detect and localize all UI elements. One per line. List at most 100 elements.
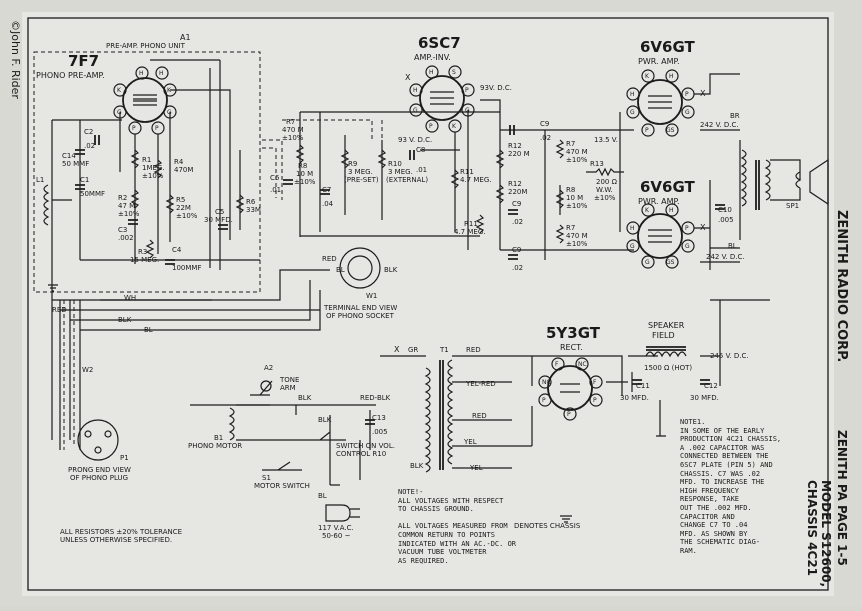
resistor-r13 (586, 167, 624, 177)
label-c7: C7 (322, 186, 331, 194)
note1-line: NOTE1. (680, 418, 706, 426)
label-x-6sc7: X (405, 73, 411, 82)
label-r4-value: 470M (174, 166, 193, 174)
stage2-capacitors (283, 125, 518, 260)
svg-text:G: G (413, 107, 418, 114)
tube-6v6-b-envelope (637, 213, 683, 259)
label-c13-value: .005 (372, 428, 388, 436)
label-plug-view: PRONG END VIEW (68, 466, 131, 474)
label-mains: 117 V.A.C. (318, 524, 354, 532)
chassis-ground-symbols (48, 284, 572, 523)
svg-text:F: F (555, 361, 559, 368)
label-tolerance-2: UNLESS OTHERWISE SPECIFIED. (60, 536, 172, 544)
label-r7b-value: 470 M (566, 148, 588, 156)
coil-l1 (43, 184, 50, 226)
label-t-blk: BLK (410, 462, 424, 470)
label-switch-vol: SWITCH ON VOL. (336, 442, 395, 450)
speaker-icon (809, 158, 829, 206)
mains-wiring (236, 404, 376, 486)
tube-6sc7-sub: AMP.-INV. (414, 53, 451, 62)
svg-text:P: P (155, 125, 159, 132)
cable-shield (63, 300, 75, 450)
svg-text:H: H (669, 207, 674, 214)
label-c3-value: .002 (118, 234, 134, 242)
label-tone-arm2: ARM (280, 384, 296, 392)
svg-text:G: G (645, 259, 650, 266)
label-c6: C6 (270, 174, 280, 182)
speaker-field-choke (645, 351, 687, 358)
label-r4: R4 (174, 158, 184, 166)
svg-text:P: P (429, 123, 433, 130)
label-r9-value: 3 MEG. (348, 168, 373, 176)
label-r2-tol: ±10% (118, 210, 140, 218)
label-r1-value: 1MEG. (142, 164, 165, 172)
label-c13: C13 (372, 414, 386, 422)
label-r7c-value: 470 M (566, 232, 588, 240)
label-mains2: 50-60 ~ (322, 532, 351, 540)
tube-5y3-name: 5Y3GT (546, 324, 601, 342)
plug-pin-1 (84, 430, 92, 438)
label-r8-value: 10 M (296, 170, 313, 178)
model-number: MODEL S12600, (819, 480, 833, 587)
label-c4: C4 (172, 246, 182, 254)
svg-text:P: P (645, 127, 649, 134)
plug-pin-2 (104, 430, 112, 438)
note_volt-line: TO CHASSIS GROUND. (398, 505, 474, 514)
svg-text:K: K (452, 123, 457, 130)
label-245v: 245 V. D.C. (710, 352, 749, 360)
tube-6v6-b-electrodes (648, 229, 672, 243)
label-93v-a: 93V. D.C. (480, 84, 512, 92)
label-t-yel: YEL (463, 438, 477, 446)
label-sp1: SP1 (786, 202, 799, 210)
capacitor-c13 (365, 419, 375, 425)
svg-text:K: K (645, 207, 650, 214)
tube-6sc7-name: 6SC7 (418, 34, 461, 52)
label-r7b-tol: ±10% (566, 156, 588, 164)
label-l1: L1 (36, 176, 44, 184)
tube-6v6-a-pins (626, 69, 695, 137)
tube-6sc7-electrodes (430, 91, 454, 105)
tube-7f7-pins (113, 66, 177, 135)
label-c8: C8 (416, 146, 425, 154)
label-c9c-value: .02 (512, 264, 523, 272)
label-s1: S1 (262, 474, 271, 482)
label-socket-view2: OF PHONO SOCKET (326, 312, 395, 320)
label-speaker-field2: FIELD (652, 331, 675, 340)
svg-text:G: G (685, 109, 690, 116)
label-r11-value: 4.7 MEG. (460, 176, 491, 184)
label-c5-value: 30 MFD. (204, 216, 233, 224)
label-r11: R11 (460, 168, 474, 176)
stage2-resistors (295, 139, 565, 244)
note_volt-line: NOTE!- (398, 488, 424, 496)
label-c8-value: .01 (416, 166, 427, 174)
label-r8: R8 (298, 162, 307, 170)
svg-text:GS: GS (666, 259, 675, 266)
label-c11: C11 (636, 382, 650, 390)
tube-6v6-a-sub: PWR. AMP. (638, 57, 680, 66)
label-c11-value: 30 MFD. (620, 394, 649, 402)
phono-plug (77, 419, 119, 461)
label-r5-value: 22M (176, 204, 191, 212)
label-gr: GR (408, 346, 418, 354)
svg-text:H: H (669, 73, 674, 80)
tube-5y3-envelope (547, 365, 593, 411)
label-r13: R13 (590, 160, 604, 168)
label-tolerance-1: ALL RESISTORS ±20% TOLERANCE (60, 528, 182, 536)
label-93v-b: 93 V. D.C. (398, 136, 432, 144)
company-name: ZENITH RADIO CORP. (834, 210, 849, 362)
chassis-number: CHASSIS 4C21 (805, 480, 819, 576)
note1-line: OUT THE .002 MFD. (680, 503, 752, 512)
note1-line: CHANGE C7 TO .04 (680, 521, 748, 530)
tube-5y3-pins (538, 357, 603, 421)
label-r13-ww: W.W. (596, 186, 613, 194)
ac-plug-icon (325, 504, 360, 522)
label-r6-value: 33M (246, 206, 261, 214)
b-plus-bus (656, 300, 721, 437)
note1-line: CHASSIS. C7 WAS .02 (680, 469, 761, 478)
label-r7b: R7 (566, 140, 575, 148)
label-r7-tol: ±10% (282, 134, 304, 142)
label-242v-a: 242 V. D.C. (700, 121, 739, 129)
label-r8b-tol: ±10% (566, 202, 588, 210)
